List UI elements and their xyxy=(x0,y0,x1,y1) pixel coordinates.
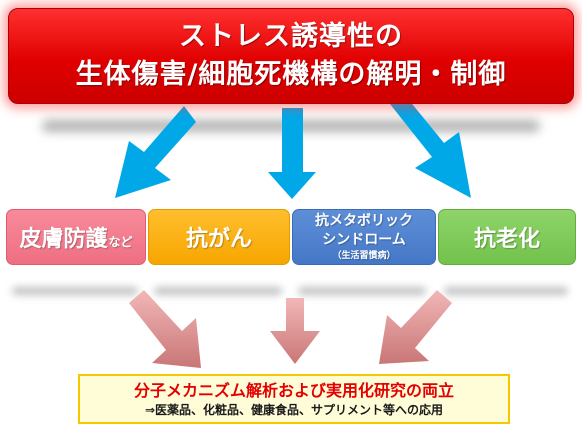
category-anti-metabolic-note: （生活習慣病） xyxy=(332,250,396,261)
category-skin-protection: 皮膚防護 など xyxy=(6,209,146,265)
arrow-pink-left-icon xyxy=(129,290,201,368)
summary-line-2: ⇒医薬品、化粧品、健康食品、サプリメント等への応用 xyxy=(144,402,444,417)
arrow-blue-left-icon xyxy=(115,106,196,198)
category-shadows xyxy=(12,287,568,295)
arrow-blue-center-icon xyxy=(268,108,316,199)
category-anti-cancer-label: 抗がん xyxy=(185,227,252,252)
arrow-pink-center-icon xyxy=(270,298,320,364)
category-anti-cancer: 抗がん xyxy=(148,209,290,265)
title-line-1: ストレス誘導性の xyxy=(179,21,403,52)
category-anti-aging: 抗老化 xyxy=(438,209,576,265)
arrow-pink-right-icon xyxy=(379,290,452,364)
category-anti-metabolic-line-2: シンドローム xyxy=(322,231,406,248)
category-anti-aging-label: 抗老化 xyxy=(473,227,540,252)
category-anti-metabolic: 抗メタボリック シンドローム （生活習慣病） xyxy=(292,209,436,265)
summary-line-1: 分子メカニズム解析および実用化研究の両立 xyxy=(133,380,454,400)
title-line-2: 生体傷害/細胞死機構の解明・制御 xyxy=(75,59,507,90)
title-box: ストレス誘導性の 生体傷害/細胞死機構の解明・制御 xyxy=(8,8,574,104)
summary-box: 分子メカニズム解析および実用化研究の両立 ⇒医薬品、化粧品、健康食品、サプリメン… xyxy=(78,374,510,424)
category-skin-protection-suffix: など xyxy=(108,235,133,249)
category-anti-metabolic-line-1: 抗メタボリック xyxy=(315,212,413,229)
category-skin-protection-label: 皮膚防護 xyxy=(19,227,108,252)
arrow-blue-right-icon xyxy=(390,94,471,198)
